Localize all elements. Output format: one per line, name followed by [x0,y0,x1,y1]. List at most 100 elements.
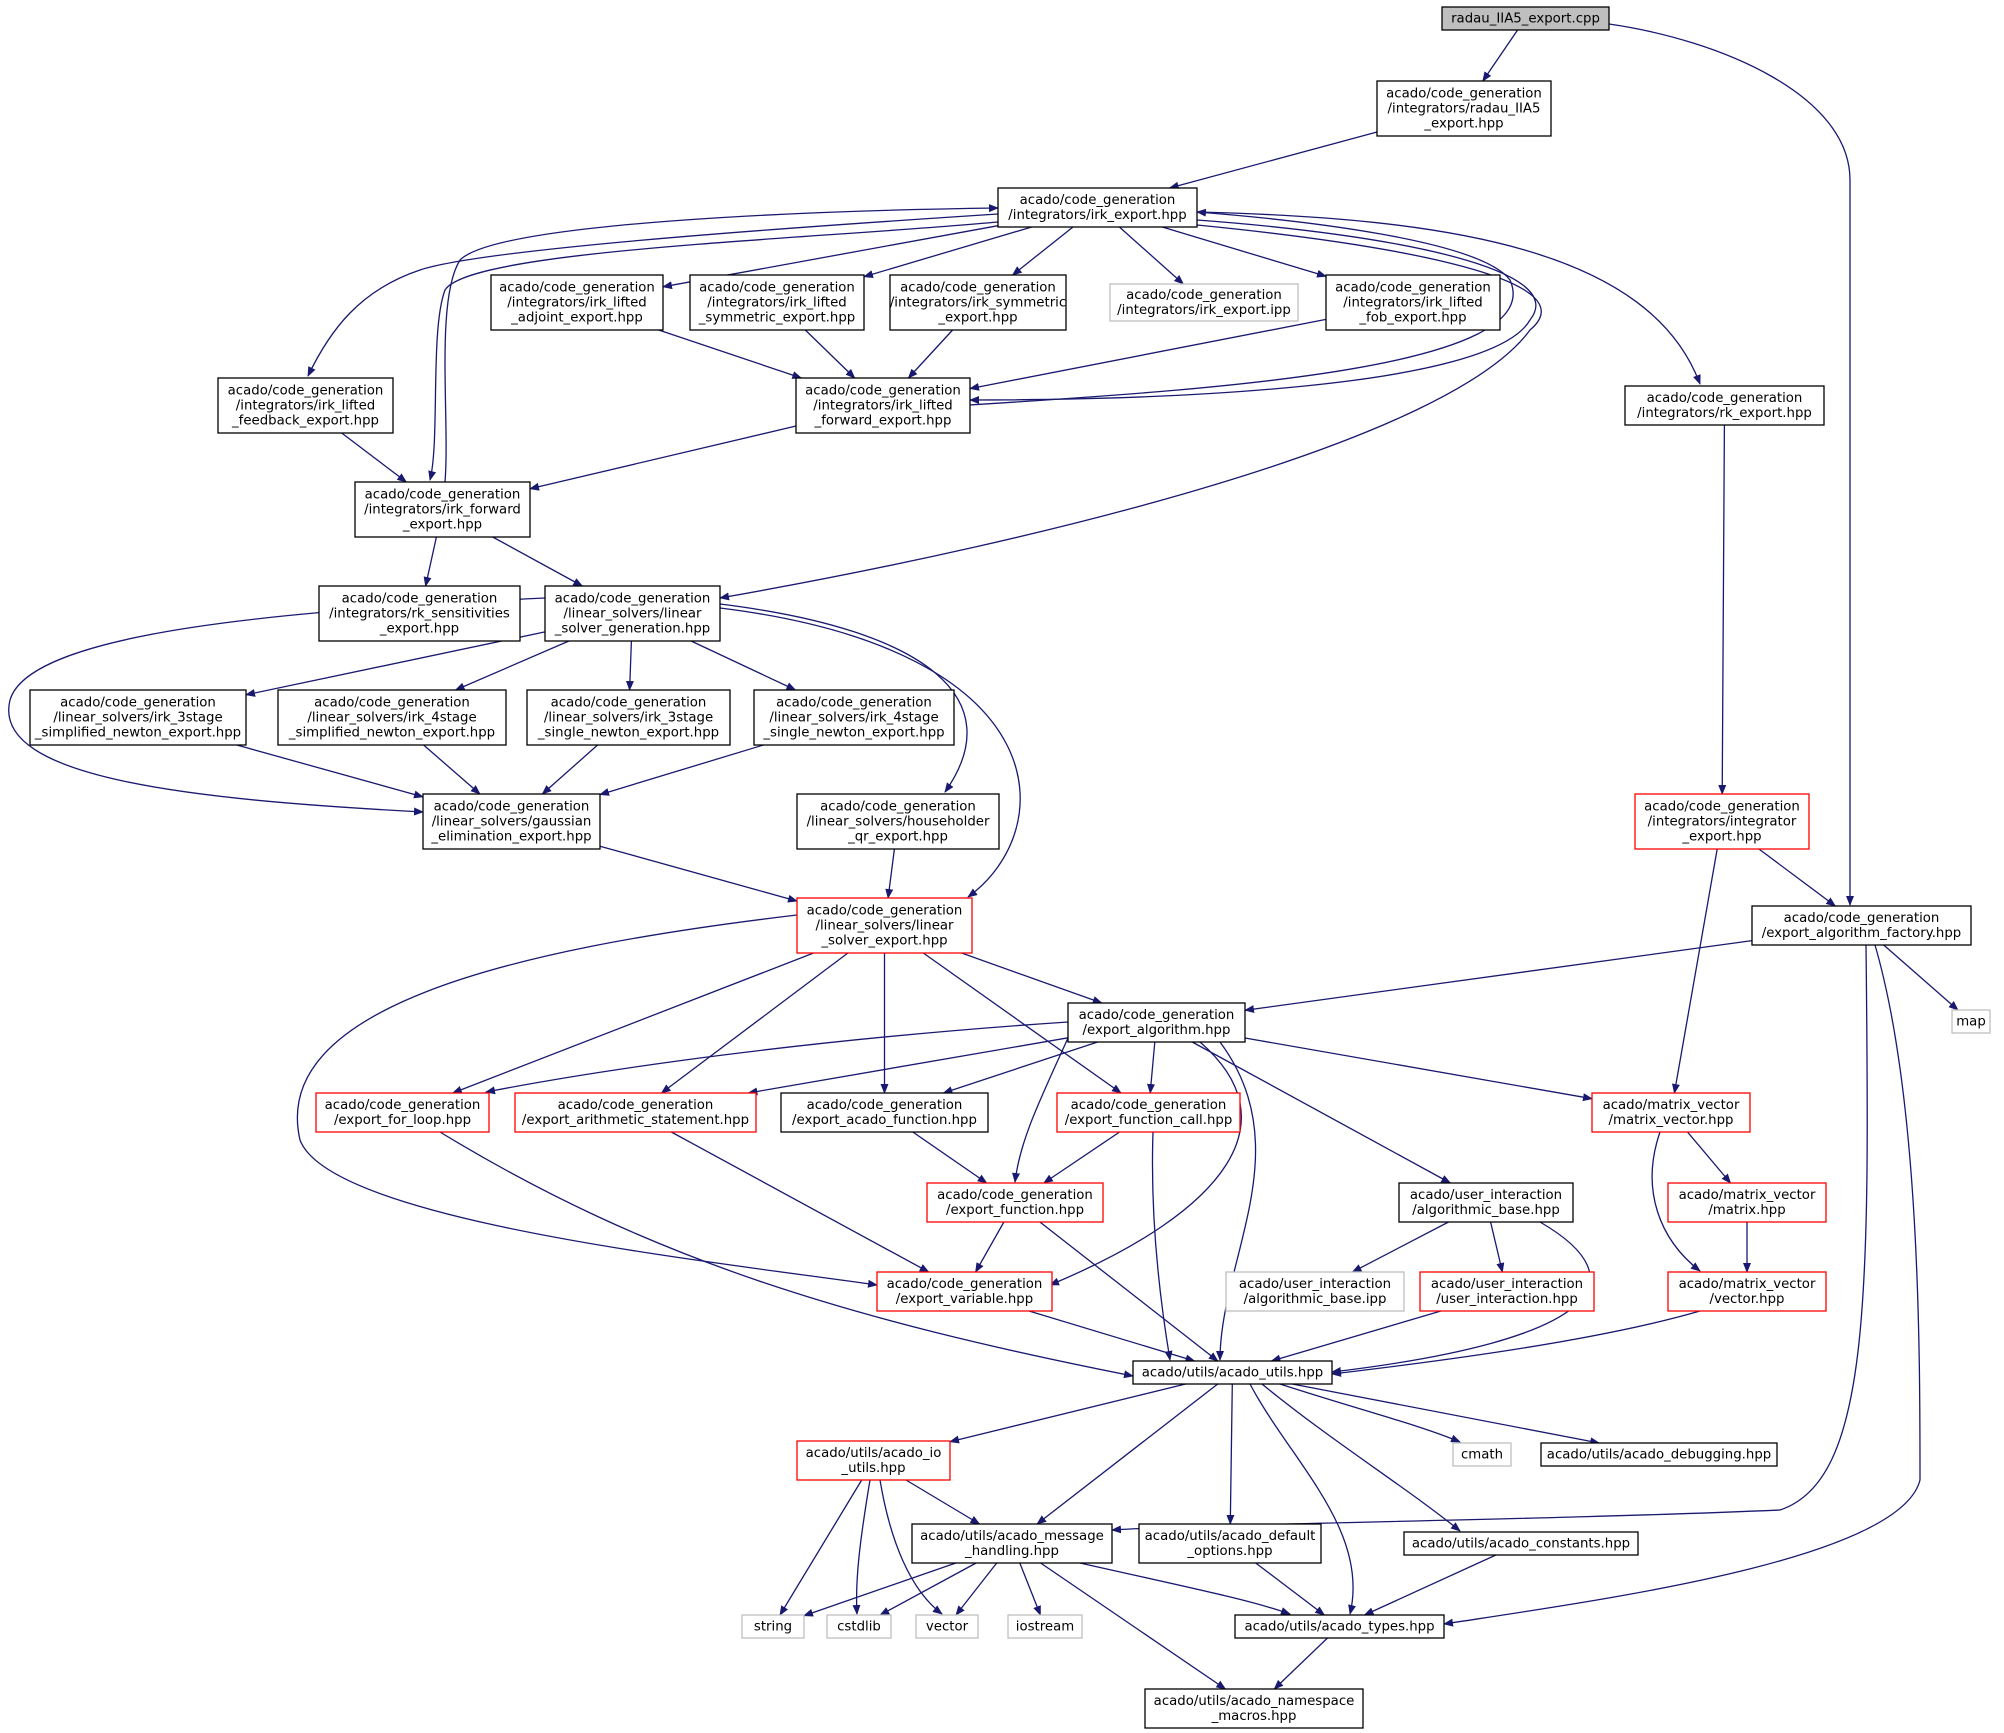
node-irk_lifted_symmetric[interactable]: acado/code_generation/integrators/irk_li… [689,274,865,331]
node-matrix_vector_hpp[interactable]: acado/matrix_vector/matrix_vector.hpp [1591,1092,1751,1133]
node-iostream[interactable]: iostream [1007,1614,1083,1639]
node-box [997,187,1198,228]
node-label-line: /matrix_vector.hpp [1609,1113,1734,1128]
edge-export_function_call-to-export_function [1043,1131,1120,1184]
node-label-line: acado/user_interaction [1410,1188,1562,1203]
node-label-line: /vector.hpp [1710,1292,1785,1307]
node-irk_lifted_feedback[interactable]: acado/code_generation/integrators/irk_li… [217,377,394,434]
node-acado_debugging[interactable]: acado/utils/acado_debugging.hpp [1540,1442,1778,1467]
node-algorithmic_base_ipp[interactable]: acado/user_interaction/algorithmic_base.… [1225,1271,1405,1312]
node-label-line: radau_IIA5_export.cpp [1451,12,1600,27]
node-linear_solver_generation[interactable]: acado/code_generation/linear_solvers/lin… [544,585,721,642]
node-export_algorithm[interactable]: acado/code_generation/export_algorithm.h… [1067,1002,1246,1043]
node-integrator_export[interactable]: acado/code_generation/integrators/integr… [1634,793,1810,850]
node-box [796,897,973,954]
node-label-line: /export_algorithm.hpp [1083,1023,1231,1038]
node-label-line: _handling.hpp [964,1544,1059,1559]
node-irk_export_ipp[interactable]: acado/code_generation/integrators/irk_ex… [1109,283,1299,322]
node-matrix_hpp[interactable]: acado/matrix_vector/matrix.hpp [1667,1182,1827,1223]
node-irk_3stage_simplified[interactable]: acado/code_generation/linear_solvers/irk… [29,689,247,746]
node-export_algorithm_factory[interactable]: acado/code_generation/export_algorithm_f… [1751,905,1972,946]
node-vector_hpp[interactable]: acado/matrix_vector/vector.hpp [1667,1271,1827,1312]
node-root[interactable]: radau_IIA5_export.cpp [1441,6,1610,31]
node-box [889,274,1067,331]
edge-linear_solver_export-to-export_variable [296,914,878,1288]
node-label-line: acado/code_generation [1079,1008,1235,1023]
node-label-line: acado/matrix_vector [1679,1277,1816,1292]
node-irk_3stage_single[interactable]: acado/code_generation/linear_solvers/irk… [526,689,731,746]
node-box [526,689,731,746]
node-irk_export[interactable]: acado/code_generation/integrators/irk_ex… [997,187,1198,228]
node-box [1138,1523,1322,1564]
node-gaussian_elimination[interactable]: acado/code_generation/linear_solvers/gau… [422,793,601,850]
node-acado_utils[interactable]: acado/utils/acado_utils.hpp [1132,1360,1333,1385]
node-export_acado_function[interactable]: acado/code_generation/export_acado_funct… [780,1092,989,1133]
edge-acado_utils-to-acado_default_options [1226,1383,1235,1525]
node-label-line: /integrators/rk_export.hpp [1637,406,1812,421]
node-irk_forward[interactable]: acado/code_generation/integrators/irk_fo… [354,481,531,538]
node-cstdlib[interactable]: cstdlib [826,1614,892,1639]
node-box [1007,1614,1083,1639]
edge-linear_solver_generation-to-irk_3stage_simplified [245,631,546,697]
node-acado_types[interactable]: acado/utils/acado_types.hpp [1234,1614,1445,1639]
node-irk_4stage_single[interactable]: acado/code_generation/linear_solvers/irk… [753,689,955,746]
node-algorithmic_base_hpp[interactable]: acado/user_interaction/algorithmic_base.… [1398,1182,1574,1223]
node-irk_4stage_simplified[interactable]: acado/code_generation/linear_solvers/irk… [277,689,507,746]
edge-irk_export-to-rk_export [1196,211,1701,385]
node-rk_export[interactable]: acado/code_generation/integrators/rk_exp… [1624,385,1825,426]
node-acado_default_options[interactable]: acado/utils/acado_default_options.hpp [1138,1523,1322,1564]
node-label-line: acado/utils/acado_message [920,1529,1104,1544]
node-label-line: /integrators/irk_forward [364,503,521,518]
node-acado_message_handling[interactable]: acado/utils/acado_message_handling.hpp [911,1523,1113,1564]
node-label-line: /integrators/irk_lifted [236,399,375,414]
node-irk_lifted_fob[interactable]: acado/code_generation/integrators/irk_li… [1325,274,1501,331]
node-label-line: acado/utils/acado_utils.hpp [1142,1366,1323,1381]
node-label-line: acado/user_interaction [1239,1277,1391,1292]
node-user_interaction_hpp[interactable]: acado/user_interaction/user_interaction.… [1419,1271,1595,1312]
edge-acado_message_handling-to-acado_types [1079,1562,1291,1615]
node-irk_lifted_adjoint[interactable]: acado/code_generation/integrators/irk_li… [490,274,664,331]
node-label-line: _single_newton_export.hpp [762,726,944,741]
node-cmath[interactable]: cmath [1452,1442,1512,1467]
edge-acado_message_handling-to-cstdlib [879,1562,977,1616]
node-box [277,689,507,746]
node-linear_solver_export[interactable]: acado/code_generation/linear_solvers/lin… [796,897,973,954]
node-string[interactable]: string [741,1614,805,1639]
node-label-line: cstdlib [837,1620,881,1635]
edge-export_function-to-acado_utils [1039,1221,1219,1362]
node-label-line: /matrix.hpp [1708,1203,1785,1218]
node-export_function_call[interactable]: acado/code_generation/export_function_ca… [1056,1092,1241,1133]
node-acado_constants[interactable]: acado/utils/acado_constants.hpp [1403,1531,1639,1556]
node-vector[interactable]: vector [915,1614,979,1639]
node-irk_lifted_forward[interactable]: acado/code_generation/integrators/irk_li… [795,377,971,434]
node-irk_symmetric[interactable]: acado/code_generation/integrators/irk_sy… [889,274,1067,331]
node-label-line: /export_acado_function.hpp [792,1113,977,1128]
node-export_variable[interactable]: acado/code_generation/export_variable.hp… [876,1271,1053,1312]
edge-irk_lifted_symmetric-to-irk_lifted_forward [804,329,856,379]
node-label-line: /export_algorithm_factory.hpp [1762,926,1962,941]
node-box [1067,1002,1246,1043]
node-export_for_loop[interactable]: acado/code_generation/export_for_loop.hp… [315,1092,490,1133]
node-box [926,1182,1104,1223]
edge-acado_utils-to-acado_constants [1261,1383,1461,1532]
node-export_arithmetic_statement[interactable]: acado/code_generation/export_arithmetic_… [514,1092,757,1133]
node-rk_sensitivities[interactable]: acado/code_generation/integrators/rk_sen… [318,585,521,642]
node-acado_namespace_macros[interactable]: acado/utils/acado_namespace_macros.hpp [1144,1688,1364,1729]
node-box [1452,1442,1512,1467]
node-label-line: /integrators/irk_export.hpp [1008,208,1186,223]
node-radau_hpp[interactable]: acado/code_generation/integrators/radau_… [1376,80,1552,137]
node-label-line: _simplified_newton_export.hpp [34,726,241,741]
node-label-line: acado/code_generation [558,1098,714,1113]
node-householder_qr[interactable]: acado/code_generation/linear_solvers/hou… [796,793,1000,850]
node-export_function[interactable]: acado/code_generation/export_function.hp… [926,1182,1104,1223]
node-label-line: acado/code_generation [1644,800,1800,815]
edge-irk_lifted_fob-to-irk_lifted_forward [969,318,1327,391]
edge-irk_export-to-linear_solver_generation [719,224,1542,601]
node-box [514,1092,757,1133]
node-acado_io_utils[interactable]: acado/utils/acado_io_utils.hpp [796,1440,951,1481]
node-map[interactable]: map [1951,1009,1991,1034]
node-box [544,585,721,642]
node-box [876,1271,1053,1312]
node-box [1325,274,1501,331]
node-label-line: _single_newton_export.hpp [537,726,719,741]
